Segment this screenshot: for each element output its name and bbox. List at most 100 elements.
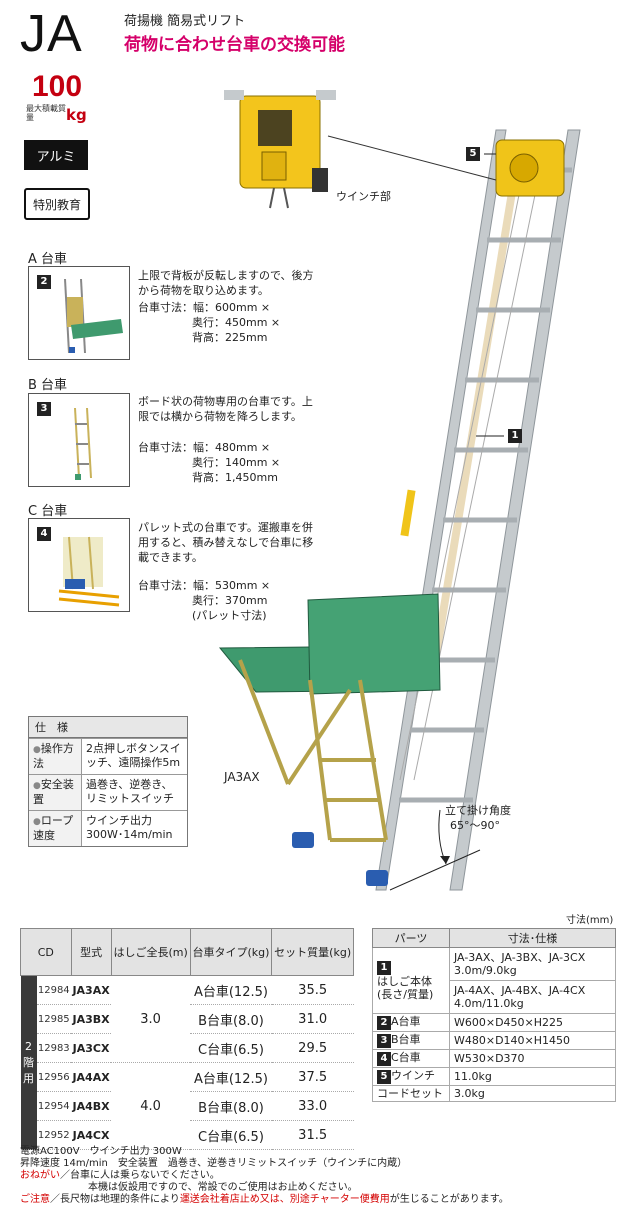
part-label: A台車 — [391, 1015, 421, 1028]
cell-type: C台車(6.5) — [190, 1033, 272, 1063]
table-row: 12952 JA4CX C台車(6.5) 31.5 — [21, 1120, 354, 1150]
cell-cd: 12985 — [36, 1004, 72, 1034]
cart-b-heading: B 台車 — [28, 378, 68, 393]
cell-length: 4.0 — [111, 1062, 191, 1150]
cell-cd: 12952 — [36, 1120, 72, 1150]
cell-cd: 12954 — [36, 1091, 72, 1121]
col-weight: セット質量(kg) — [271, 928, 354, 976]
training-badge: 特別教育 — [24, 188, 90, 220]
ladder-foot-right — [366, 870, 388, 886]
cart-c-dim-3: (パレット寸法) — [192, 609, 267, 622]
cell-type: B台車(8.0) — [190, 1091, 272, 1121]
cart-b-icon — [74, 407, 92, 480]
cell-weight: 33.0 — [271, 1091, 354, 1121]
spec-value: 過巻き、逆巻き、リミットスイッチ — [86, 778, 174, 805]
cart-c-dim-1: 台車寸法：幅：530mm × — [138, 579, 271, 592]
angle-arc — [438, 809, 447, 865]
cell-model: JA3AX — [71, 975, 112, 1005]
cell-part: 1 はしご本体(長さ/質量) — [372, 947, 450, 1014]
model-table: CD 型式 はしご全長(m) 台車タイプ(kg) セット質量(kg) 2階用 1… — [20, 928, 354, 1150]
spec-value: 2点押しボタンスイッチ、遠隔操作5m — [86, 742, 181, 769]
part-number: 2 — [377, 1016, 391, 1030]
col-cd: CD — [20, 928, 72, 976]
part-label: C台車 — [391, 1051, 421, 1064]
cell-spec: W600×D450×H225 — [449, 1013, 616, 1032]
cart-a-heading: A 台車 — [28, 252, 68, 267]
cart-b-dim-2: 奥行：140mm × — [192, 456, 281, 469]
ladder-rail-right — [449, 129, 581, 891]
cell-weight: 29.5 — [271, 1033, 354, 1063]
cell-length: 3.0 — [111, 975, 191, 1063]
col-length: はしご全長(m) — [110, 928, 191, 976]
cell-weight: 35.5 — [271, 975, 354, 1005]
callout-5: 5 — [466, 147, 480, 161]
cart-a-dim-1: 台車寸法：幅：600mm × — [138, 301, 271, 314]
part-number: 3 — [377, 1034, 391, 1048]
notice-text: ／台車に人は乗らないでください。 — [60, 1170, 220, 1181]
cell-spec: W480×D140×H1450 — [449, 1031, 616, 1050]
spec-key: 操作方法 — [33, 742, 74, 770]
lift-illustration — [218, 90, 581, 891]
cart-c-desc: パレット式の台車です。運搬車を併用すると、積み替えなしで台車に移載できます。 — [138, 521, 314, 564]
cell-cd: 12983 — [36, 1033, 72, 1063]
caution-highlight: 運送会社着店止め又は、別途チャーター便費用 — [179, 1194, 390, 1205]
part-label: B台車 — [391, 1033, 421, 1046]
cell-model: JA3CX — [71, 1033, 112, 1063]
angle-value: 65°〜90° — [450, 819, 500, 832]
spec-line: JA-4AX、JA-4BX、JA-4CX — [454, 984, 586, 997]
cell-spec: W530×D370 — [449, 1049, 616, 1068]
col-spec: 寸法･仕様 — [449, 928, 616, 948]
model-title: JA — [20, 5, 83, 63]
callout-1: 1 — [508, 429, 522, 443]
cell-weight: 37.5 — [271, 1062, 354, 1092]
cell-type: A台車(12.5) — [190, 975, 272, 1005]
table-row: 12956 JA4AX 4.0 A台車(12.5) 37.5 — [21, 1062, 354, 1150]
cell-type: A台車(12.5) — [190, 1062, 272, 1092]
cell-spec: 11.0kg — [449, 1067, 616, 1086]
spec-row: ●安全装置 過巻き、逆巻き、リミットスイッチ — [29, 774, 187, 810]
angle-label: 立て掛け角度 — [445, 804, 511, 817]
cart-a-dim-2: 奥行：450mm × — [192, 316, 281, 329]
parts-table: パーツ 寸法･仕様 1 はしご本体(長さ/質量) JA-3AX、JA-3BX、J… — [372, 928, 616, 1102]
cart-b-desc: ボード状の荷物専用の台車です。上限では横から荷物を降ろします。 — [138, 395, 313, 423]
cart-a-desc: 上限で背板が反転しますので、後方から荷物を取り込めます。 — [138, 269, 314, 297]
product-tagline: 荷物に合わせ台車の交換可能 — [124, 35, 345, 55]
cart-c-icon — [58, 536, 120, 607]
part-number: 1 — [377, 961, 391, 975]
cart-a-dim-3: 背高：225mm — [192, 331, 268, 344]
cart-c-image: 4 — [28, 518, 130, 612]
max-load-value: 100 — [32, 70, 83, 103]
ladder-rail-left — [375, 129, 507, 891]
caution-text-end: が生じることがあります。 — [389, 1194, 509, 1205]
cell-type: C台車(6.5) — [190, 1120, 272, 1150]
cart-b-number: 3 — [37, 402, 51, 416]
part-number: 5 — [377, 1070, 391, 1084]
bullet-icon: ● — [33, 817, 41, 827]
product-subtitle: 荷揚機 簡易式リフト — [124, 14, 246, 29]
cell-part: コードセット — [372, 1085, 450, 1102]
cell-cd: 12956 — [36, 1062, 72, 1092]
winch-label: ウインチ部 — [336, 190, 391, 203]
cart-c-heading: C 台車 — [28, 504, 68, 519]
cart-a-number: 2 — [37, 275, 51, 289]
max-load-label: 最大積載質量 — [26, 104, 66, 122]
col-cart-type: 台車タイプ(kg) — [189, 928, 273, 976]
table-row: コードセット 3.0kg — [372, 1085, 616, 1102]
cart-backboard — [307, 593, 441, 695]
spec-line: JA-3AX、JA-3BX、JA-3CX — [454, 951, 586, 964]
footer-line-3: おねがい／台車に人は乗らないでください。 — [20, 1170, 220, 1182]
max-load-unit: kg — [66, 106, 87, 124]
material-badge: アルミ — [24, 140, 88, 170]
cart-b-dim-3: 背高：1,450mm — [192, 471, 278, 484]
part-number: 4 — [377, 1052, 391, 1066]
bullet-icon: ● — [33, 781, 41, 791]
bullet-icon: ● — [33, 745, 41, 755]
part-label: ウインチ — [391, 1069, 435, 1082]
